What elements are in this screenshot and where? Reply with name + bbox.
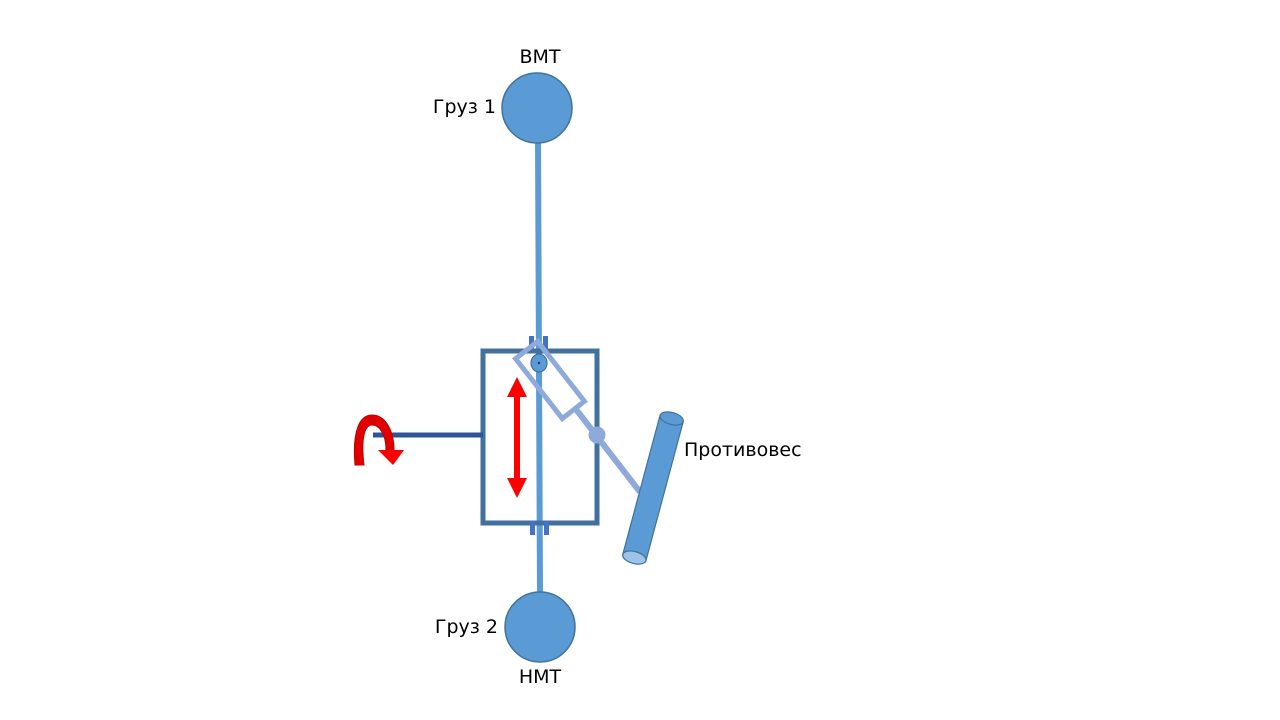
label-weight-2: Груз 2 bbox=[435, 616, 498, 638]
label-bottom-dead-center: НМТ bbox=[519, 666, 562, 688]
weight-1-circle bbox=[501, 72, 573, 144]
weight-2-circle bbox=[504, 591, 576, 663]
top-guide-right bbox=[543, 336, 548, 350]
rotation-arrow-icon bbox=[353, 414, 404, 466]
label-top-dead-center: ВМТ bbox=[519, 46, 560, 68]
counterweight-cylinder bbox=[622, 411, 684, 565]
bottom-guide-left bbox=[530, 521, 535, 535]
label-counterweight: Противовес bbox=[684, 439, 802, 461]
bottom-guide-right bbox=[544, 521, 549, 535]
label-weight-1: Груз 1 bbox=[433, 96, 496, 118]
top-guide-left bbox=[529, 336, 534, 350]
frame-pivot bbox=[588, 426, 606, 444]
slider-pin-center bbox=[537, 361, 541, 365]
connecting-arm bbox=[572, 406, 643, 494]
motion-arrow-icon bbox=[507, 377, 527, 498]
